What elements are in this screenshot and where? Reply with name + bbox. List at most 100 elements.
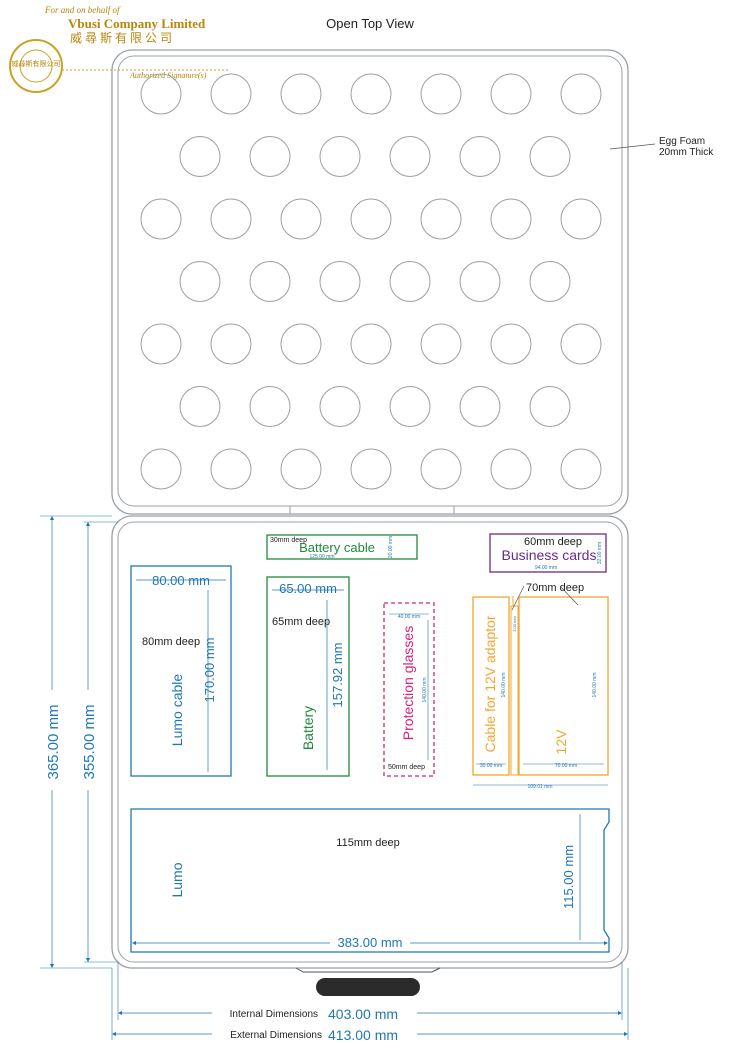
foam-hole [280,448,322,490]
lumo-depth: 115mm deep [336,837,399,849]
battery-height: 157.92 mm [330,642,345,707]
foam-hole [560,448,602,490]
foam-hole [529,261,571,302]
lid-inner [117,55,623,507]
adaptor-12v-label: 12V [553,729,569,755]
adaptor-total: 109.01 mm [527,784,552,790]
outer-height: 365.00 mm [45,704,62,779]
business-cards-depth: 60mm deep [524,536,582,548]
compartment-battery-cable: 30mm deep Battery cable 125.00 mm 20.00 … [266,534,418,560]
foam-hole [560,198,602,240]
inner-height: 355.00 mm [81,704,98,779]
seal-company-cn: 威尋斯有限公司 [70,31,175,45]
battery-width: 65.00 mm [279,581,337,596]
battery-cable-width: 125.00 mm [309,554,334,560]
foam-hole [529,136,571,177]
lid: Egg Foam 20mm Thick [111,49,714,515]
glasses-depth: 50mm deep [388,764,425,771]
foam-hole [319,386,361,427]
handle [316,978,420,996]
foam-hole [319,261,361,302]
adaptor-h2: 140.00 mm [592,672,598,697]
foam-hole [179,261,221,302]
lid-outer [111,49,629,515]
internal-value: 403.00 mm [328,1006,398,1022]
external-value: 413.00 mm [328,1027,398,1043]
adaptor-h1: 140.00 mm [501,672,507,697]
business-cards-height: 32.00 mm [597,542,603,564]
compartment-lumo-cable: 80.00 mm 80mm deep Lumo cable 170.00 mm [130,565,232,777]
foam-hole [459,261,501,302]
external-label: External Dimensions [230,1030,322,1041]
battery-cable-height: 20.00 mm [388,536,394,558]
foam-hole [319,136,361,177]
foam-hole [350,448,392,490]
foam-label-2: 20mm Thick [659,147,714,158]
base [111,515,629,996]
foam-hole [529,386,571,427]
foam-hole [560,73,602,115]
foam-hole [210,323,252,365]
foam-hole [459,136,501,177]
foam-hole [210,198,252,240]
foam-hole [389,136,431,177]
egg-foam [140,73,602,490]
stamp-ring-outer [9,39,63,93]
foam-hole [420,323,462,365]
lumo-width: 383.00 mm [337,935,402,950]
foam-hole [280,323,322,365]
foam-leader [609,143,656,150]
foam-hole [140,448,182,490]
compartment-protection-glasses: 40.00 mm Protection glasses 140.00 mm 50… [383,602,435,777]
adaptor-small: 3.00 mm [512,616,517,632]
handle-bracket [295,967,441,973]
foam-hole [140,73,182,115]
company-seal: For and on behalf of Vbusi Company Limit… [9,5,230,93]
glasses-width: 40.00 mm [398,614,420,620]
adaptor-w1: 30.00 mm [480,763,502,769]
foam-hole [179,136,221,177]
compartment-adaptor: 70mm deep Cable for 12V adaptor 12V 140.… [472,582,609,790]
seal-company-en: Vbusi Company Limited [68,16,206,31]
foam-hole [350,323,392,365]
compartment-business-cards: 60mm deep Business cards 94.00 mm 32.00 … [489,533,607,573]
foam-hole [249,386,291,427]
foam-hole [420,448,462,490]
foam-hole [350,73,392,115]
page-title: Open Top View [326,16,414,31]
foam-hole [249,136,291,177]
foam-hole [490,323,532,365]
adaptor-depth: 70mm deep [526,582,584,594]
foam-hole [140,323,182,365]
compartment-battery: 65.00 mm 65mm deep Battery 157.92 mm [266,576,350,777]
foam-hole [490,198,532,240]
business-cards-width: 94.00 mm [535,565,557,571]
glasses-height: 140.00 mm [422,677,428,702]
battery-cable-depth: 30mm deep [270,537,307,544]
lumo-cable-depth: 80mm deep [142,636,200,648]
foam-label-1: Egg Foam [659,136,705,147]
foam-hole [140,198,182,240]
foam-hole [350,198,392,240]
battery-label: Battery [300,706,316,750]
lumo-label: Lumo [169,862,185,897]
compartment-lumo: 115mm deep Lumo 115.00 mm 383.00 mm [130,808,610,953]
overall-dimensions: 365.00 mm 355.00 mm Internal Dimensions … [40,515,629,1043]
foam-hole [560,323,602,365]
foam-hole [389,386,431,427]
base-inner [117,521,623,963]
foam-hole [420,198,462,240]
lumo-cable-width: 80.00 mm [152,573,210,588]
internal-label: Internal Dimensions [230,1009,318,1020]
foam-hole [280,73,322,115]
adaptor-w2: 70.00 mm [555,763,577,769]
adaptor-label: Cable for 12V adaptor [482,615,498,752]
glasses-label: Protection glasses [400,626,416,740]
lumo-height: 115.00 mm [561,845,576,909]
stamp-text: 威尋斯有限公司 [12,59,61,68]
lumo-cable-label: Lumo cable [169,674,185,747]
base-outer [111,515,629,969]
battery-depth: 65mm deep [272,616,330,628]
foam-hole [179,386,221,427]
